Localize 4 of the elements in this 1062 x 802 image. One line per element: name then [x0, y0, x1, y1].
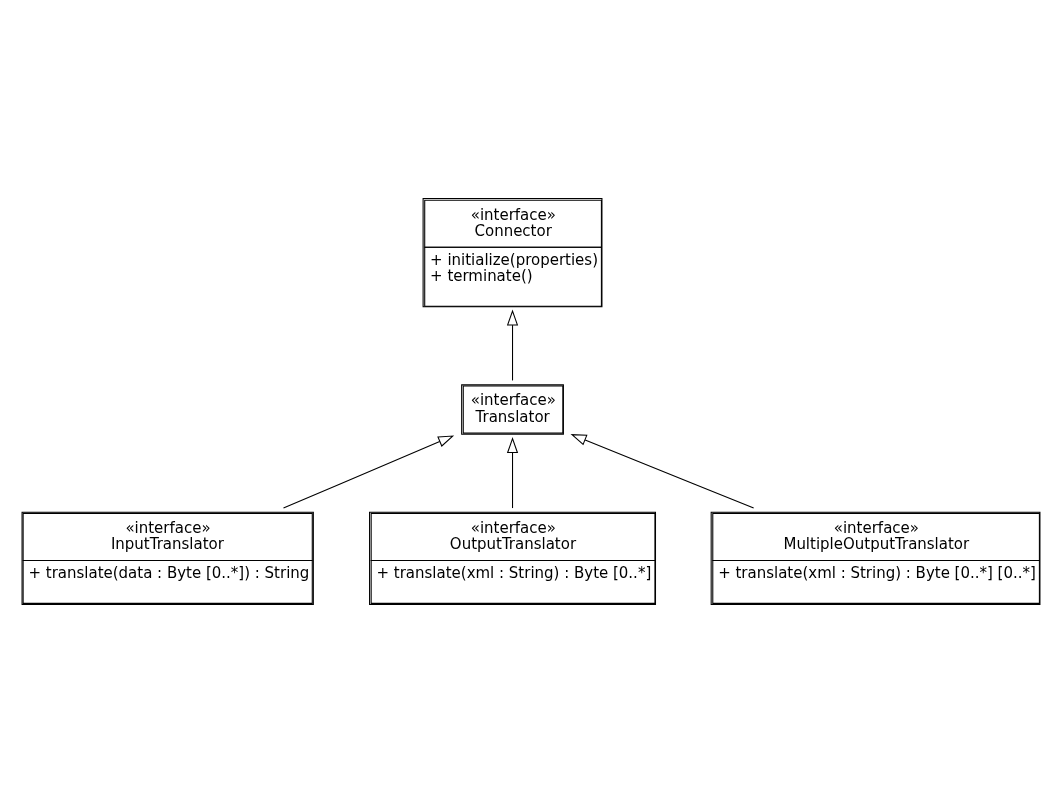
arrow	[506, 308, 519, 381]
arrow	[506, 436, 519, 509]
arrow	[570, 433, 755, 509]
arrow	[282, 434, 455, 509]
